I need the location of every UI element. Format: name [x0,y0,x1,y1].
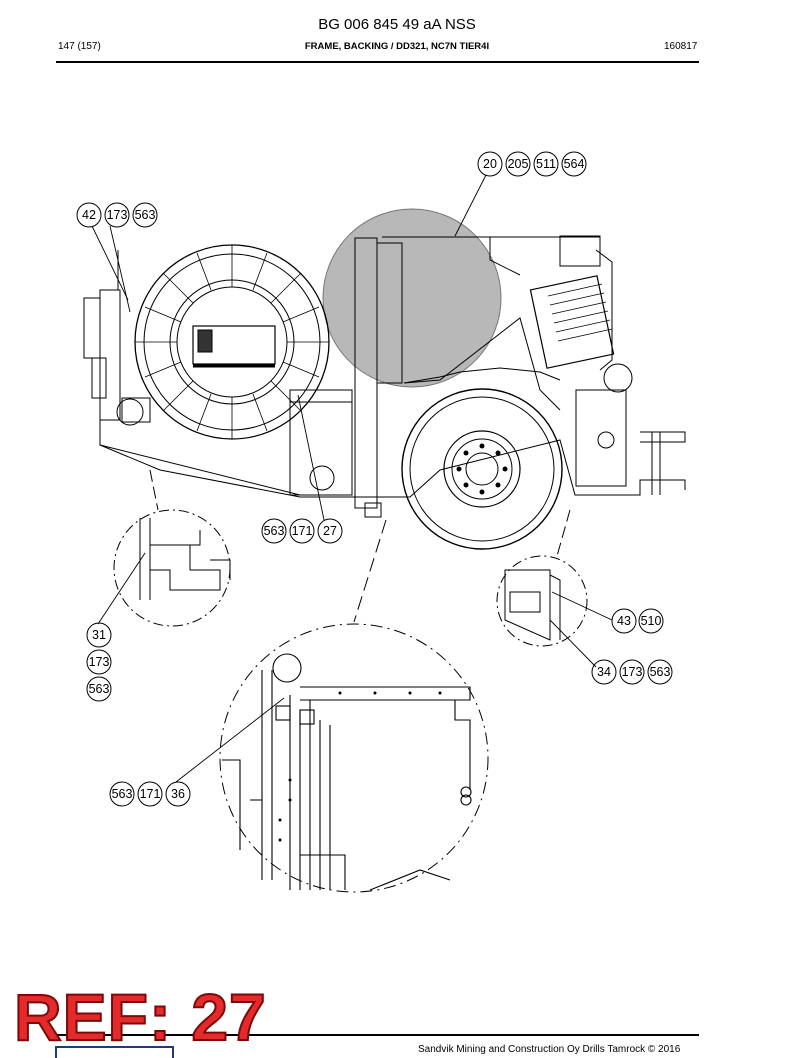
callout-number: 563 [650,665,671,679]
footer-copyright: Sandvik Mining and Construction Oy Drill… [418,1044,681,1055]
callout-number: 173 [622,665,643,679]
callout-number: 205 [508,157,529,171]
callout-number: 563 [135,208,156,222]
callout-number: 563 [112,787,133,801]
callout-number: 42 [82,208,96,222]
callout-number: 43 [617,614,631,628]
callout-number: 173 [89,655,110,669]
drawing-title: FRAME, BACKING / DD321, NC7N TIER4I [304,41,490,52]
callout-number: 31 [92,628,106,642]
footer-rule [56,1034,699,1036]
date-code: 160817 [664,41,698,52]
callout-number: 171 [292,524,313,538]
header-rule [56,61,699,63]
callout-number: 511 [536,157,556,171]
ref-label: REF: 27 [13,980,267,1054]
callout-number: 34 [597,665,611,679]
callout-number: 20 [483,157,497,171]
callout-number: 564 [564,157,585,171]
callout-number: 510 [641,614,662,628]
leader-lines [91,174,613,783]
callout-number: 563 [264,524,285,538]
machine-side-view [83,208,686,550]
callout-number: 171 [140,787,161,801]
page-number: 147 (157) [58,41,101,52]
highlight-circle [322,208,502,388]
sandvik-logo [55,1046,174,1058]
callout-number: 563 [89,682,110,696]
detail-views [113,469,588,893]
document-number: BG 006 845 49 aA NSS [318,16,476,33]
callout-number: 36 [171,787,185,801]
callout-number: 173 [107,208,128,222]
callout-number: 27 [323,524,337,538]
